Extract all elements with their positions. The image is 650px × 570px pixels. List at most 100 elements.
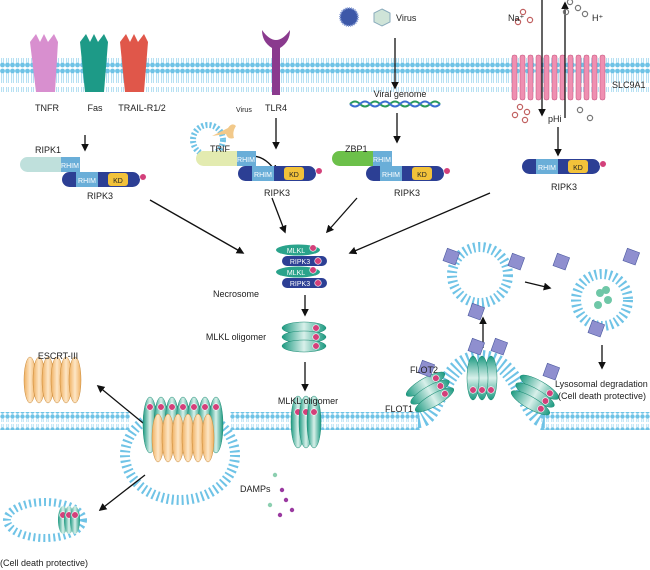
- label-cell-death-protective-left: (Cell death protective): [0, 558, 88, 568]
- phospho-icon: [312, 324, 320, 332]
- rhim-domain: [536, 159, 558, 174]
- phospho-icon: [146, 403, 154, 411]
- label-necrosome: Necrosome: [213, 289, 259, 299]
- flotillin-icon: [467, 302, 486, 321]
- lysosome: [571, 269, 633, 331]
- virus-ligand-icon: [212, 124, 236, 139]
- phospho-icon: [436, 382, 444, 390]
- tlr4-receptor: [262, 30, 290, 95]
- phospho-icon: [314, 257, 322, 265]
- virus-particle-icon: [339, 7, 359, 27]
- flotillin-icon: [442, 247, 461, 266]
- phospho-icon: [469, 386, 477, 394]
- proton-icon: [562, 8, 570, 16]
- phospho-icon: [212, 403, 220, 411]
- degraded-mlkl-icon: [602, 286, 610, 294]
- proton-icon: [566, 0, 574, 6]
- phospho-icon: [541, 397, 549, 405]
- label-tlr4: TLR4: [265, 103, 287, 113]
- label-slc9a1: SLC9A1: [612, 80, 646, 90]
- phospho-icon: [309, 266, 317, 274]
- label-trail: TRAIL-R1/2: [118, 103, 166, 113]
- zbp1-protein: RHIM: [332, 151, 392, 166]
- label-flot1: FLOT1: [385, 404, 413, 414]
- escrt-mlkl-pore: [142, 396, 224, 463]
- arrows: [81, 0, 606, 511]
- escrt-iii-complex: [23, 356, 82, 404]
- phospho-icon: [312, 333, 320, 341]
- proton-icon: [581, 10, 589, 18]
- flot2-mlkl-complex: [466, 355, 498, 401]
- damp-particle-icon: [272, 472, 278, 478]
- phospho-icon: [432, 374, 440, 382]
- label-virus: Virus: [396, 13, 417, 23]
- kd-domain: [108, 173, 128, 186]
- phospho-icon: [201, 403, 209, 411]
- label-escrt-iii: ESCRT-III: [38, 351, 78, 361]
- label-na: Na⁺: [508, 13, 525, 23]
- proton-icon: [574, 4, 582, 12]
- label-zbp1: ZBP1: [345, 144, 368, 154]
- label-cell-death-protective-right: (Cell death protective): [558, 391, 646, 401]
- rhim-label: RHIM: [254, 172, 272, 179]
- escrt-vesicle-bottom-left: [3, 498, 87, 542]
- flotillin-icon: [490, 337, 509, 356]
- flotillin-icon: [622, 247, 641, 266]
- sodium-ion-icon: [526, 16, 534, 24]
- mlkl-flot-complex-right: [510, 374, 560, 416]
- sodium-ion-icon: [519, 8, 527, 16]
- phospho-icon: [312, 342, 320, 350]
- label-trif: TRIF: [210, 144, 230, 154]
- label-ripk1: RIPK1: [35, 145, 61, 155]
- label-h: H⁺: [592, 13, 603, 23]
- sodium-ion-icon: [514, 18, 522, 26]
- flotillin-icon: [417, 359, 436, 378]
- rhim-label: RHIM: [237, 157, 255, 164]
- rhim-label: RHIM: [373, 157, 391, 164]
- flotillin-icon: [552, 252, 571, 271]
- fas-receptor: [80, 34, 108, 92]
- virus-capsid-icon: [373, 8, 391, 27]
- endocytic-vesicle: [447, 242, 513, 308]
- mlkl-membrane-pore: [290, 395, 322, 449]
- slc9a1-transporter: [511, 54, 606, 101]
- rhim-label: RHIM: [382, 172, 400, 179]
- degraded-mlkl-icon: [596, 289, 604, 297]
- label-ripk3-2: RIPK3: [264, 188, 290, 198]
- label-damps: DAMPs: [240, 484, 271, 494]
- rhim-domain: [252, 166, 274, 181]
- phospho-icon: [314, 279, 322, 287]
- phospho-icon: [443, 167, 451, 175]
- phospho-icon: [487, 386, 495, 394]
- mlkl-oligomer: [281, 321, 327, 353]
- ripk3-label: RIPK3: [290, 259, 310, 266]
- label-lysosomal-degradation: Lysosomal degradation: [555, 379, 648, 389]
- phospho-icon: [599, 160, 607, 168]
- phospho-icon: [310, 408, 318, 416]
- kd-domain: [412, 167, 432, 180]
- damp-particle-icon: [277, 512, 283, 518]
- kd-domain: [568, 160, 588, 173]
- vesicle-mlkl: [58, 506, 80, 534]
- label-ripk3-3: RIPK3: [394, 188, 420, 198]
- mlkl-label: MLKL: [287, 248, 305, 255]
- phospho-icon: [537, 405, 545, 413]
- rhim-label: RHIM: [78, 178, 96, 185]
- label-tnfr: TNFR: [35, 103, 59, 113]
- label-fas: Fas: [87, 103, 103, 113]
- kd-label: KD: [417, 172, 427, 179]
- phospho-icon: [190, 403, 198, 411]
- mlkl-label: MLKL: [287, 270, 305, 277]
- label-mlkl-oligomer: MLKL oligomer: [206, 332, 266, 342]
- phospho-icon: [478, 386, 486, 394]
- damp-particle-icon: [283, 497, 289, 503]
- ripk3-label: RIPK3: [290, 281, 310, 288]
- phospho-icon: [309, 244, 317, 252]
- damp-particle-icon: [279, 487, 285, 493]
- kd-domain: [284, 167, 304, 180]
